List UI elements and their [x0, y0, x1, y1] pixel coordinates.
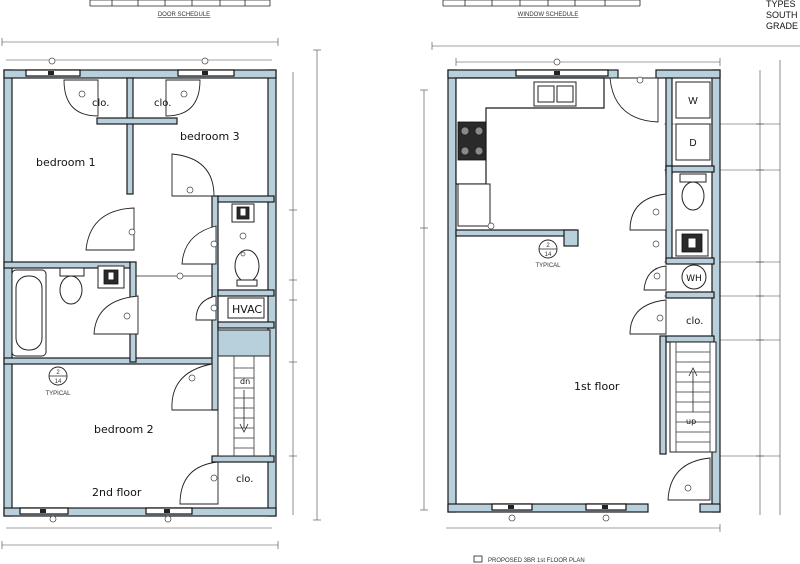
first-floor-west-wall: [447, 69, 457, 513]
section-tag-number: 2: [56, 370, 60, 376]
laundry-west-wall: [665, 77, 673, 175]
notes-block: TYPES SOUTH GRADE: [766, 0, 798, 31]
lower-bath-toilet-tank: [59, 267, 85, 277]
first-closet-label: clo.: [686, 316, 703, 327]
dryer-label: D: [689, 138, 696, 149]
water-heater: [681, 264, 707, 290]
washer: [675, 81, 711, 119]
washer-label: W: [688, 96, 698, 107]
closet-1-label: clo.: [92, 98, 109, 109]
second-floor-west-wall: [3, 69, 13, 517]
upper-bath-fixtures: [231, 203, 260, 287]
water-heater-label: WH: [686, 274, 702, 284]
window-schedule-table: WINDOW SCHEDULE: [442, 0, 641, 18]
lower-bath-toilet: [59, 275, 83, 305]
closet-door-swings: [63, 79, 201, 117]
first-floor-caption: PROPOSED 3BR 1st FLOOR PLAN: [488, 558, 585, 564]
hvac-unit: [227, 297, 265, 319]
second-floor-title: 2nd floor: [92, 486, 142, 499]
bedroom-2-label: bedroom 2: [94, 423, 154, 436]
notes-line-3: GRADE: [766, 21, 798, 31]
first-floor-north-wall-right: [655, 69, 721, 79]
hvac-north-wall: [217, 289, 275, 297]
section-tag-note: TYPICAL: [45, 391, 71, 397]
lower-bath-fixtures: [11, 265, 125, 357]
rear-door-swing: [667, 457, 711, 501]
section-marker-icon: 2 14 TYPICAL: [45, 366, 71, 397]
door-schedule-table: DOOR SCHEDULE: [89, 0, 271, 18]
first-floor-south-wall-left: [447, 503, 649, 513]
closet-3-label: clo.: [236, 474, 253, 485]
first-floor-plan: W D WH clo.: [420, 42, 800, 564]
first-floor-title: 1st floor: [574, 380, 620, 393]
closet-north-wall: [211, 455, 275, 463]
stair-arrow-icon: [688, 367, 698, 412]
bath-south-wall-1st: [665, 257, 715, 265]
second-floor-plan: clo. clo. bedroom 1 bedroom 3 bedroom 2 …: [1, 38, 321, 549]
caption-marker: [473, 555, 483, 563]
first-floor-stairs: up: [669, 341, 717, 453]
second-floor-stairs: dn: [217, 329, 271, 457]
hvac-south-wall: [217, 321, 275, 329]
second-floor-north-wall: [3, 69, 277, 79]
window-schedule-label: WINDOW SCHEDULE: [518, 12, 579, 18]
first-section-tag-sheet: 14: [545, 252, 552, 258]
bath-north-wall: [217, 195, 275, 203]
section-marker-icon: 2 14 TYPICAL: [535, 239, 561, 269]
first-section-tag-number: 2: [546, 243, 550, 249]
stairs-down-label: dn: [240, 377, 250, 386]
second-floor-south-wall: [3, 507, 277, 517]
range-icon: [457, 121, 487, 161]
bath-door-swing-1st: [629, 193, 667, 231]
wh-south-wall: [665, 291, 715, 299]
notes-line-1: TYPES: [766, 0, 796, 9]
kitchen-counter: [455, 77, 605, 230]
notes-line-2: SOUTH: [766, 10, 798, 20]
first-bath-toilet: [681, 181, 705, 211]
hvac-label: HVAC: [232, 303, 262, 316]
closet-south-wall-1st: [665, 335, 715, 343]
bath-west-wall-1st: [665, 165, 673, 263]
hall-door-swings: [85, 153, 219, 505]
stair-arrow-icon: [239, 390, 249, 433]
stairs-up-label: up: [686, 417, 696, 426]
kitchen-wall-end: [563, 229, 579, 247]
front-door-swing: [609, 77, 659, 123]
second-floor-windows: [19, 57, 235, 523]
upper-bath-toilet: [234, 249, 260, 283]
first-section-tag-note: TYPICAL: [535, 263, 561, 269]
section-tag-sheet: 14: [55, 379, 62, 385]
bedroom-divider-wall: [126, 77, 134, 195]
closet-2-label: clo.: [154, 98, 171, 109]
bedroom-3-label: bedroom 3: [180, 130, 240, 143]
first-bath-toilet-tank: [679, 173, 707, 183]
closet-back-wall: [96, 117, 178, 125]
stair-west-wall-1st: [659, 335, 667, 455]
bedroom-1-label: bedroom 1: [36, 156, 96, 169]
door-schedule-label: DOOR SCHEDULE: [158, 12, 210, 18]
dryer: [675, 123, 711, 161]
bedroom2-north-wall: [3, 357, 217, 365]
bath-north-wall-1st: [665, 165, 715, 173]
refrigerator: [457, 183, 491, 227]
closet-door-swing-1st: [629, 299, 667, 335]
kitchen-partial-wall: [455, 229, 577, 237]
first-floor-south-wall-right: [699, 503, 721, 513]
